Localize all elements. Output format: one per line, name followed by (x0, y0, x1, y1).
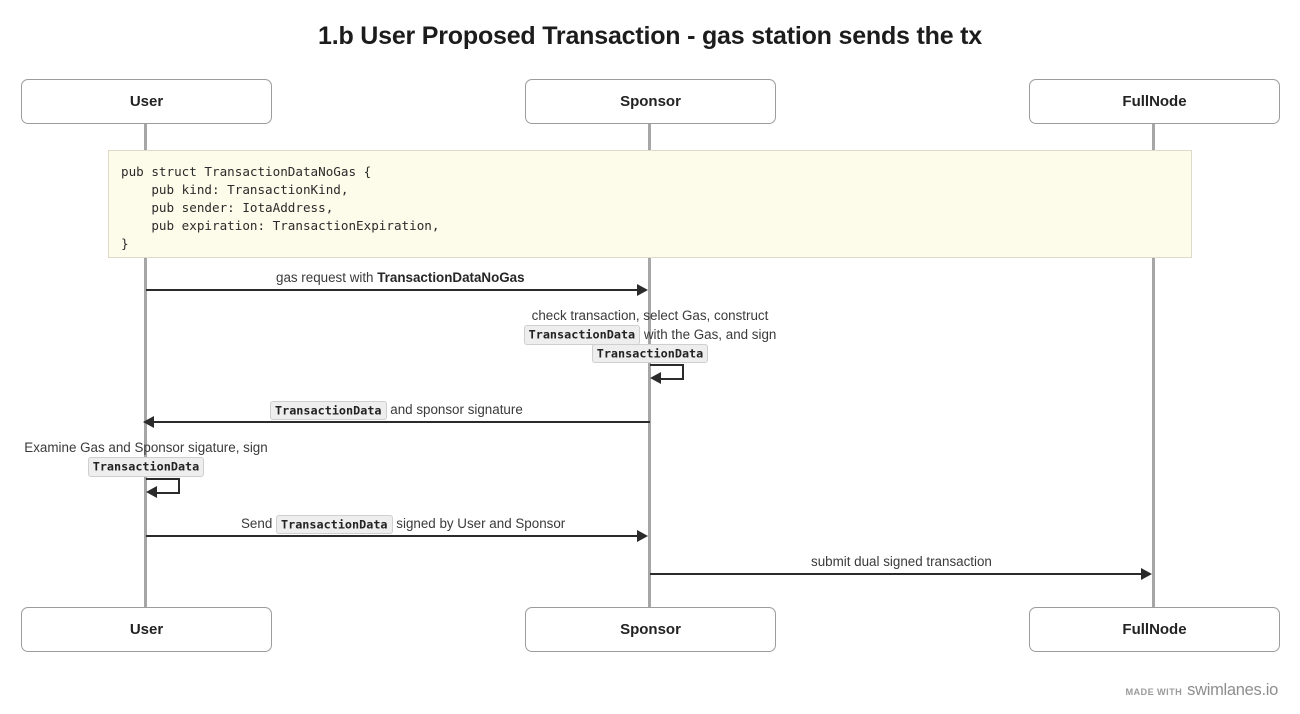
lifeline-user (144, 124, 147, 608)
code-chip-transactiondata: TransactionData (523, 325, 641, 345)
lifeline-sponsor (648, 124, 651, 608)
message-submit-dual-signed-line (650, 573, 1144, 576)
self-loop-top-segment (146, 478, 180, 481)
message-user-self-label-line1: Examine Gas and Sponsor sigature, sign (24, 440, 268, 455)
arrowhead-left-icon (146, 486, 157, 499)
footer-brand-label: swimlanes.io (1187, 681, 1278, 699)
message-user-self-label-line2: TransactionData (0, 457, 306, 477)
message-sponsor-self-label-line1: check transaction, select Gas, construct (531, 308, 769, 323)
message-transactiondata-return-line (152, 421, 650, 424)
actor-header-user-label: User (129, 93, 164, 110)
self-loop-side-segment (681, 364, 684, 380)
actor-header-sponsor[interactable]: Sponsor (525, 79, 776, 124)
message-user-self-label: Examine Gas and Sponsor sigature, sign T… (0, 439, 306, 477)
message-send-signed-tx-label: Send TransactionData signed by User and … (241, 514, 566, 534)
message-sponsor-self-label: check transaction, select Gas, construct… (450, 307, 850, 363)
message-sponsor-self-loop[interactable] (650, 364, 690, 385)
actor-footer-user-label: User (129, 621, 164, 638)
arrowhead-left-icon (143, 416, 154, 428)
actor-footer-fullnode-label: FullNode (1122, 621, 1187, 638)
message-user-self-loop[interactable] (146, 478, 186, 499)
code-chip-transactiondata: TransactionData (87, 457, 205, 477)
message-transactiondata-return-label: TransactionData and sponsor signature (270, 400, 523, 420)
arrowhead-right-icon (1141, 568, 1152, 580)
code-chip-transactiondata: TransactionData (591, 343, 709, 363)
self-loop-bottom-segment (156, 491, 180, 494)
message-submit-dual-signed-label: submit dual signed transaction (811, 553, 992, 572)
arrowhead-right-icon (637, 284, 648, 296)
self-loop-bottom-segment (660, 377, 684, 380)
footer-made-with-label: MADE WITH (1125, 687, 1183, 697)
message-gas-request-label: gas request with TransactionDataNoGas (276, 269, 525, 288)
arrowhead-left-icon (650, 372, 661, 385)
note-code-block: pub struct TransactionDataNoGas { pub ki… (108, 150, 1192, 258)
message-gas-request-label-text: gas request with (276, 270, 378, 285)
message-send-signed-tx-label-prefix: Send (241, 516, 276, 531)
message-gas-request-label-bold: TransactionDataNoGas (377, 270, 525, 285)
footer-branding[interactable]: MADE WITH swimlanes.io (1125, 681, 1278, 700)
message-sponsor-self-label-line3: TransactionData (450, 343, 850, 363)
actor-header-fullnode-label: FullNode (1122, 93, 1187, 110)
message-sponsor-self-label-line2: TransactionData with the Gas, and sign (450, 325, 850, 345)
message-sponsor-self-label-line2-text: with the Gas, and sign (640, 326, 777, 342)
code-chip-transactiondata: TransactionData (270, 400, 387, 420)
page-title: 1.b User Proposed Transaction - gas stat… (318, 22, 982, 50)
lifeline-fullnode (1152, 124, 1155, 608)
actor-header-sponsor-label: Sponsor (620, 93, 681, 110)
actor-footer-fullnode[interactable]: FullNode (1029, 607, 1280, 652)
message-send-signed-tx-line (146, 535, 640, 538)
actor-header-user[interactable]: User (21, 79, 272, 124)
self-loop-side-segment (177, 478, 180, 494)
arrowhead-right-icon (637, 530, 648, 542)
code-chip-transactiondata: TransactionData (276, 514, 393, 534)
actor-footer-sponsor[interactable]: Sponsor (525, 607, 776, 652)
message-gas-request-line (146, 289, 640, 292)
message-send-signed-tx-label-suffix: signed by User and Sponsor (392, 516, 566, 531)
actor-footer-user[interactable]: User (21, 607, 272, 652)
actor-footer-sponsor-label: Sponsor (620, 621, 681, 638)
actor-header-fullnode[interactable]: FullNode (1029, 79, 1280, 124)
note-code-text: pub struct TransactionDataNoGas { pub ki… (121, 164, 440, 251)
self-loop-top-segment (650, 364, 684, 367)
message-submit-dual-signed-label-text: submit dual signed transaction (811, 554, 992, 569)
message-transactiondata-return-label-text: and sponsor signature (386, 402, 523, 417)
